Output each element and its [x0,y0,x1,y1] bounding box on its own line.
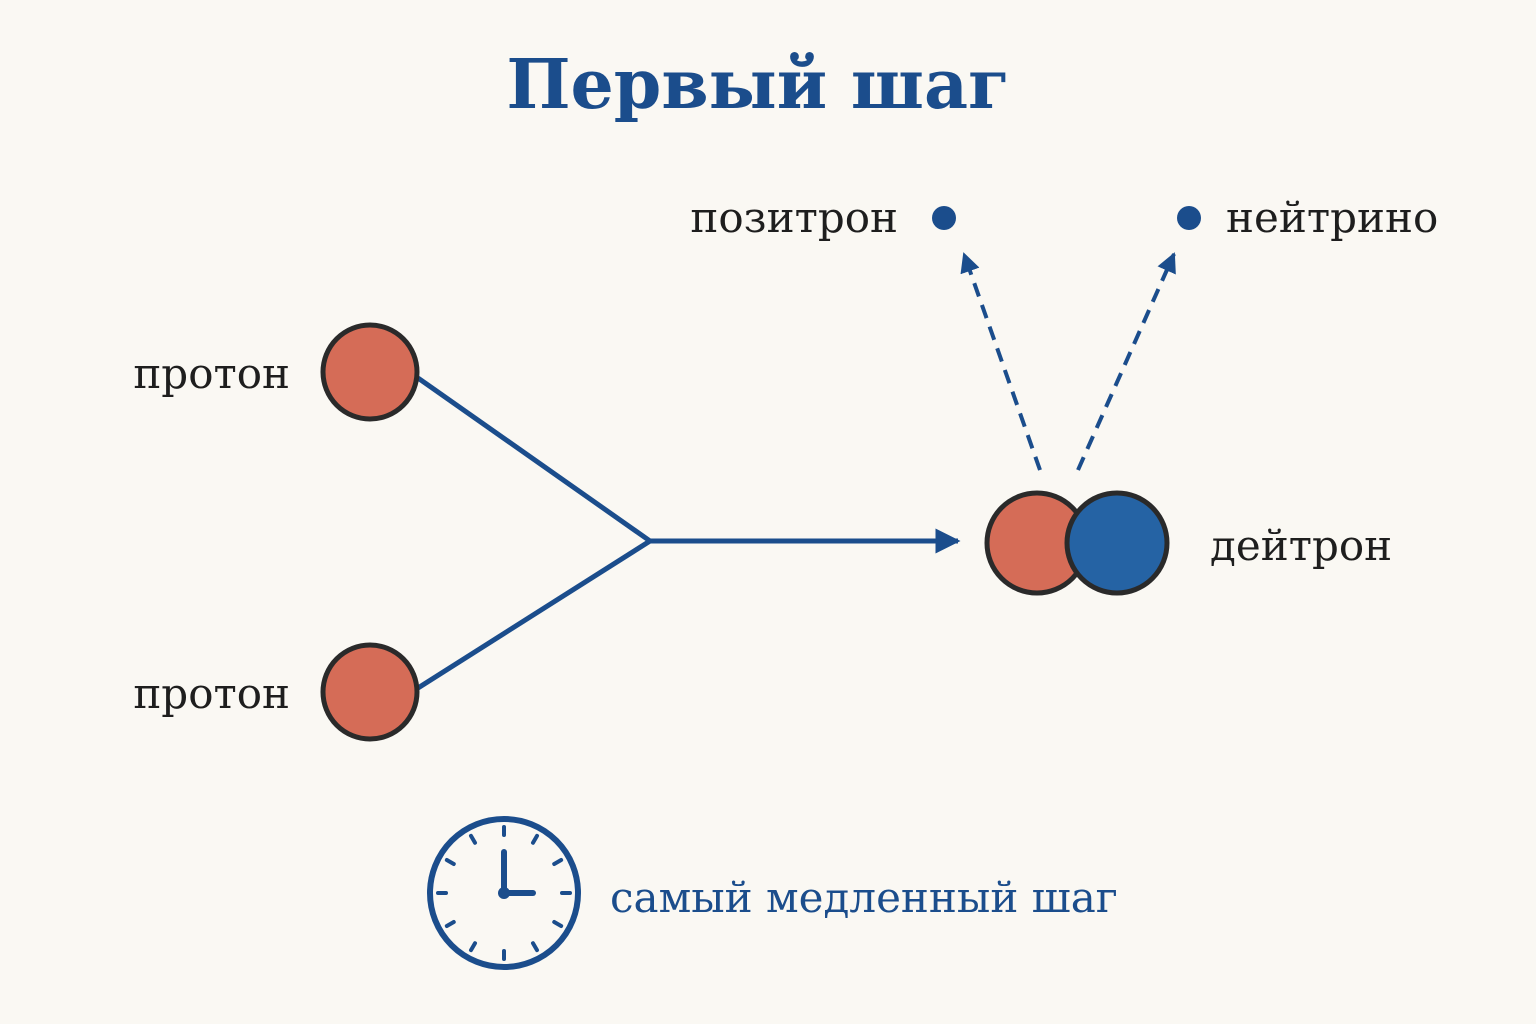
clock-tick [469,941,477,953]
proton-bottom-path [416,538,652,691]
proton-top-label: протон [133,349,290,398]
proton-bottom-label: протон [133,669,290,718]
neutrino-label: нейтрино [1226,193,1438,242]
neutrino-emission-arrow [1076,252,1176,471]
proton-top-path [416,375,652,544]
clock-tick [531,941,539,953]
positron-emission-arrow [960,252,1042,471]
deuteron [984,490,1170,596]
clock-tick [531,833,539,845]
proton-top-circle [320,322,420,422]
clock-tick [444,920,456,928]
clock-tick [552,920,564,928]
clock-icon [427,816,581,970]
caption-text: самый медленный шаг [610,873,1118,922]
positron-dot [932,206,956,230]
clock-tick [444,858,456,866]
neutrino-dot [1177,206,1201,230]
clock-tick [469,833,477,845]
clock-tick [552,858,564,866]
positron-label: позитрон [690,193,898,242]
deuteron-label: дейтрон [1210,521,1392,570]
deuteron-neutron-circle [1064,490,1170,596]
proton-bottom-circle [320,642,420,742]
page-title: Первый шаг [506,45,1009,125]
